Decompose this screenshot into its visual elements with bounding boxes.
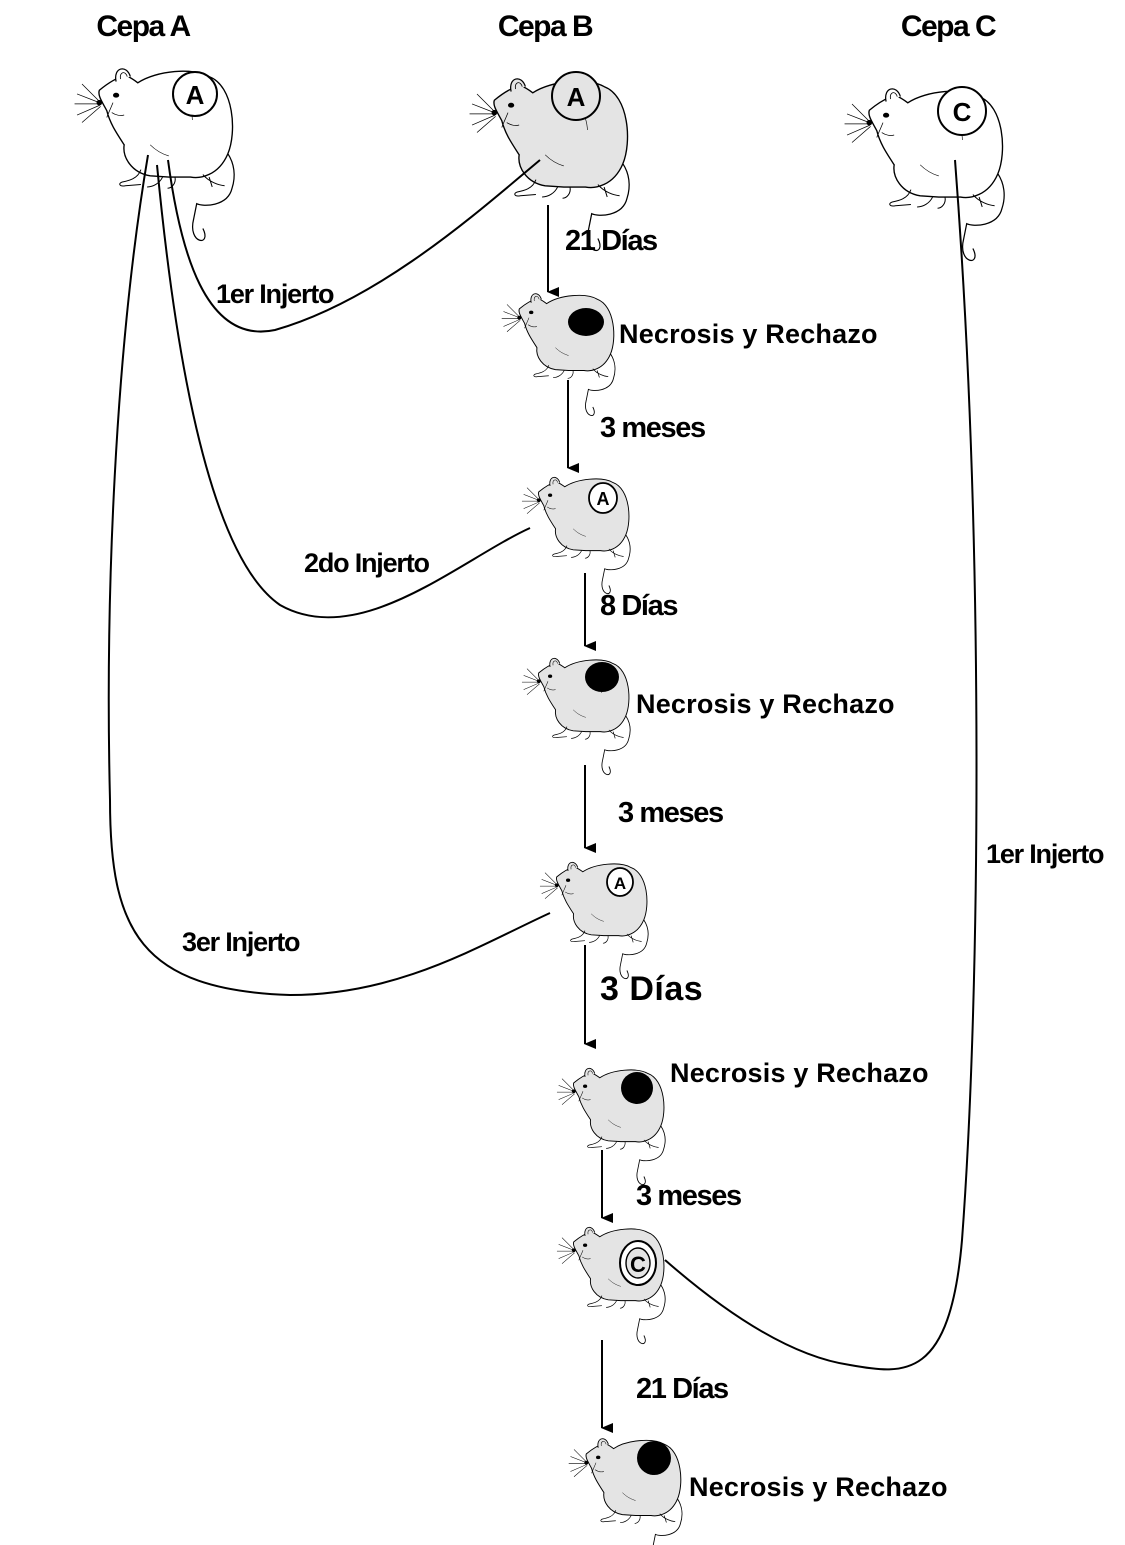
mouse-icon: A xyxy=(468,71,630,252)
outcome-label-2: Necrosis y Rechazo xyxy=(636,689,895,719)
mouse-icon xyxy=(568,1438,683,1545)
interval-label-7: 21 Días xyxy=(636,1373,728,1405)
graft-patch-icon xyxy=(606,867,634,897)
necrosis-spot-icon xyxy=(585,662,619,692)
mouse-icon: A xyxy=(73,68,235,242)
graft-letter: A xyxy=(614,874,626,893)
strain-a-label: Cepa A xyxy=(96,10,190,43)
mouse-icon xyxy=(521,657,631,776)
graft-letter: A xyxy=(597,489,610,509)
mouse-icon: A xyxy=(521,476,631,595)
graft-curve-2 xyxy=(156,164,531,619)
necrosis-spot-icon xyxy=(637,1441,671,1475)
graft-label-2: 2do Injerto xyxy=(304,548,430,578)
strain-c-label: Cepa C xyxy=(901,10,996,43)
interval-label-5: 3 Días xyxy=(600,970,703,1008)
outcome-label-1: Necrosis y Rechazo xyxy=(619,319,878,349)
necrosis-spot-icon xyxy=(621,1072,653,1104)
mouse-icon: C xyxy=(843,86,1005,262)
graft-letter: C xyxy=(953,97,972,127)
graft-curve-c xyxy=(664,159,978,1371)
graft-label-c: 1er Injerto xyxy=(986,839,1104,869)
mouse-icon: C xyxy=(556,1226,666,1345)
graft-letter: A xyxy=(186,80,205,110)
graft-curve-1 xyxy=(167,159,541,333)
interval-label-3: 8 Días xyxy=(600,590,677,622)
mouse-icon xyxy=(501,293,616,416)
necrosis-spot-icon xyxy=(568,308,604,336)
graft-curve-3 xyxy=(107,154,551,997)
interval-label-2: 3 meses xyxy=(600,412,705,444)
outcome-label-4: Necrosis y Rechazo xyxy=(689,1472,948,1502)
mouse-icon: A xyxy=(539,861,649,980)
interval-label-6: 3 meses xyxy=(636,1180,741,1212)
graft-label-3: 3er Injerto xyxy=(182,927,300,957)
mouse-icon xyxy=(556,1067,666,1186)
interval-label-1: 21 Días xyxy=(565,225,657,257)
graft-patch-icon xyxy=(588,482,618,514)
graft-patch-icon xyxy=(172,71,218,117)
strain-b-label: Cepa B xyxy=(498,10,593,43)
outcome-label-3: Necrosis y Rechazo xyxy=(670,1058,929,1088)
graft-label-1: 1er Injerto xyxy=(216,279,334,309)
graft-letter: A xyxy=(567,82,586,112)
interval-label-4: 3 meses xyxy=(618,797,723,829)
graft-letter: C xyxy=(630,1252,646,1277)
graft-patch-icon xyxy=(937,86,987,136)
graft-patch-icon xyxy=(551,71,601,121)
